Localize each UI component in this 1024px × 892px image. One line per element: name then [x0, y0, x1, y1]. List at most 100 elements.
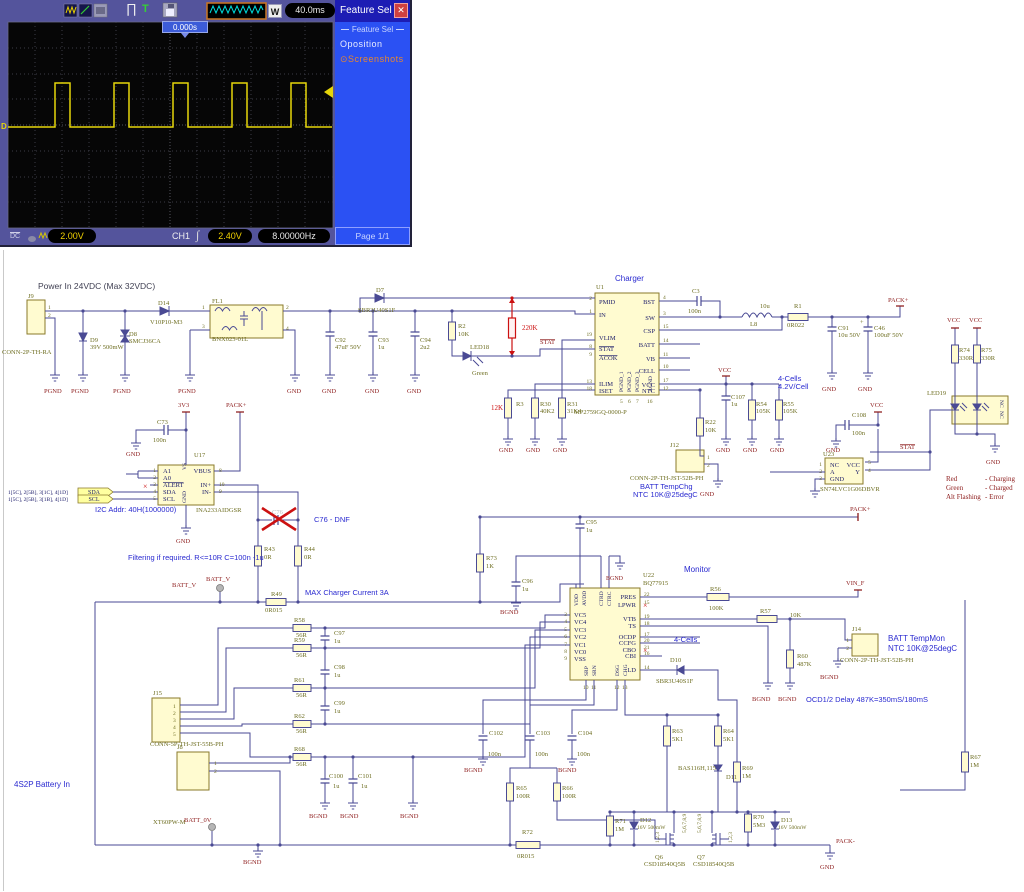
- schematic-label: 12K: [491, 404, 503, 412]
- schematic-label: VLIM: [599, 335, 616, 342]
- schematic-label: GND: [770, 447, 784, 454]
- schematic-label: 100R: [516, 793, 531, 800]
- schematic-label: D14: [158, 300, 170, 307]
- schematic-label: BATT: [639, 342, 655, 349]
- menu-header: Feature Sel: [335, 22, 410, 34]
- timebase-readout[interactable]: 40.0ms: [285, 3, 335, 18]
- schematic-label: 100K: [709, 605, 724, 612]
- schematic-label: 12: [614, 685, 620, 691]
- schematic-label: INA233AIDGSR: [196, 507, 242, 514]
- schematic-label: AVDD: [582, 591, 588, 606]
- schematic-label: 330R: [959, 355, 974, 362]
- schematic-label: VCC: [847, 462, 860, 469]
- schematic-label: CSD18540Q5B: [644, 861, 686, 868]
- schematic-label: 100n: [535, 751, 549, 758]
- schematic-label: 16: [647, 399, 653, 405]
- schematic-label: 13: [622, 685, 628, 691]
- schematic-label: J15: [153, 690, 162, 697]
- page-indicator[interactable]: Page 1/1: [335, 227, 410, 245]
- schematic-label: 1[5C], 2[5B], 3[1C], 4[1D]: [8, 490, 68, 496]
- filter-fl1: [209, 304, 284, 339]
- schematic-label: 4: [564, 619, 567, 625]
- schematic-label: - Charged: [985, 484, 1013, 492]
- schematic-label: 2: [214, 769, 217, 775]
- schematic-label: R1: [794, 303, 802, 310]
- schematic-label: R64: [723, 728, 735, 735]
- schematic-label: GND: [499, 447, 513, 454]
- schematic-label: LED19: [927, 390, 946, 397]
- schematic-label: C101: [358, 773, 372, 780]
- schematic-label: R60: [797, 653, 808, 660]
- schematic-label: R3: [516, 401, 524, 408]
- schematic-label: GND: [858, 386, 872, 393]
- trigger-level-readout[interactable]: 2.40V: [208, 229, 252, 243]
- coupling-indicator: DC: [10, 233, 21, 240]
- schematic-label: 56R: [296, 632, 308, 639]
- schematic-label: 1M: [970, 762, 979, 769]
- schematic-label: SW: [645, 315, 656, 322]
- trigger-t-icon[interactable]: T: [142, 3, 149, 15]
- schematic-label: U22: [643, 572, 654, 579]
- schematic-label: 0R: [264, 554, 272, 561]
- slope-icon[interactable]: [78, 3, 93, 18]
- schematic-label: 0R022: [787, 322, 804, 329]
- schematic-label: 10u 50V: [838, 332, 861, 339]
- schematic-label: ×: [143, 482, 148, 491]
- schematic-label: GND: [716, 447, 730, 454]
- ic-u23: [824, 457, 864, 485]
- schematic-label: R69: [742, 765, 753, 772]
- schematic-label: DSG: [615, 665, 621, 676]
- schematic-label: 1u: [334, 638, 341, 645]
- time-offset-readout: 0.000s: [162, 21, 208, 33]
- power-port-bars: [182, 305, 981, 591]
- waveform-icon[interactable]: [63, 3, 78, 18]
- schematic-label: PGND: [44, 388, 62, 395]
- w-button[interactable]: W: [268, 4, 282, 18]
- schematic-label: C99: [334, 700, 345, 707]
- pulse-trigger-icon[interactable]: ∏: [126, 1, 137, 16]
- schematic-label: 5: [564, 627, 567, 633]
- save-icon[interactable]: [162, 2, 178, 18]
- channel-scale-readout[interactable]: 2.00V: [48, 229, 96, 243]
- schematic-label: GND: [287, 388, 301, 395]
- schematic-label: VCC: [718, 367, 731, 374]
- connector-j15: [151, 697, 181, 743]
- schematic-label: 2: [707, 463, 710, 469]
- schematic-label: VTB: [623, 616, 637, 623]
- schematic-label: C91: [838, 325, 849, 332]
- schematic-label: BGND: [500, 609, 519, 616]
- schematic-label: VCC: [642, 382, 655, 389]
- schematic-label: 1: [153, 468, 156, 474]
- connector-j9: [26, 299, 46, 335]
- schematic-label: U1: [596, 284, 604, 291]
- reference-waveform-box[interactable]: [206, 2, 267, 20]
- schematic-label: C103: [536, 730, 550, 737]
- schematic-label: PRES: [620, 594, 636, 601]
- schematic-label: 14: [663, 338, 669, 344]
- schematic-label: 8: [564, 649, 567, 655]
- schematic-label: Filtering if required. R<=10R C=100n -1u: [128, 553, 264, 562]
- schematic-label: NTC 10K@25degC: [888, 644, 957, 653]
- frequency-readout: 8.00000Hz: [258, 229, 330, 243]
- close-icon[interactable]: ✕: [394, 3, 408, 18]
- schematic-label: 3: [819, 476, 822, 482]
- schematic-label: SN74LVC1G06DBVR: [820, 486, 880, 493]
- radio-selected-icon: ⊙: [340, 54, 349, 64]
- schematic-label: FL1: [212, 298, 223, 305]
- menu-item-screenshots[interactable]: ⊙Screenshots: [340, 54, 404, 64]
- schematic-label: 2: [819, 469, 822, 475]
- schematic-label: GND: [126, 451, 140, 458]
- schematic-label: R67: [970, 754, 982, 761]
- schematic-label: GND: [743, 447, 757, 454]
- photo-icon[interactable]: [93, 3, 108, 18]
- menu-item-position[interactable]: Oposition: [340, 39, 383, 49]
- schematic-label: Charger: [615, 274, 644, 283]
- schematic-label: 1,2,3: [728, 832, 734, 843]
- schematic-label: R63: [672, 728, 683, 735]
- schematic-label: 100n: [153, 437, 167, 444]
- schematic-label: LPWR: [618, 602, 637, 609]
- schematic-label: BNX023-01L: [212, 336, 248, 343]
- schematic-label: 1: [819, 462, 822, 468]
- diodes-and-inductors: [78, 293, 990, 831]
